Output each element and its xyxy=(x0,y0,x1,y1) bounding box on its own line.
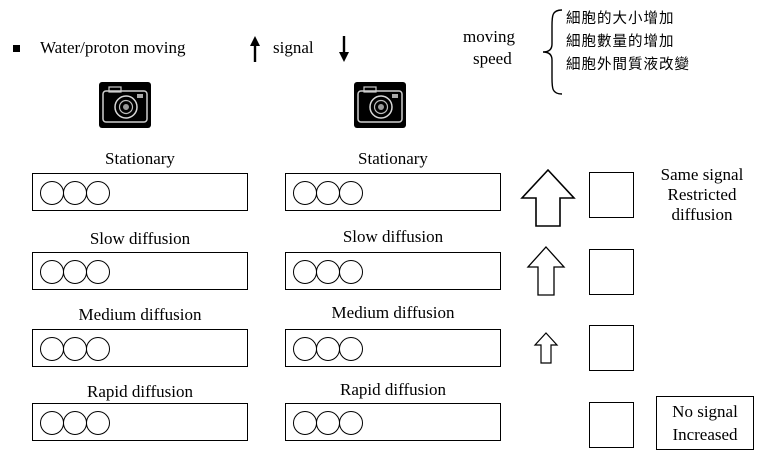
sample-box xyxy=(32,173,248,211)
cell-circle xyxy=(63,260,87,284)
arrow-up-icon xyxy=(248,34,262,69)
cell-circle xyxy=(316,337,340,361)
cell-circle xyxy=(316,260,340,284)
row-label-slow-diffusion: Slow diffusion xyxy=(342,227,444,246)
cell-circle xyxy=(40,411,64,435)
cell-circle xyxy=(293,181,317,205)
cell-circle xyxy=(86,337,110,361)
cell-circle xyxy=(86,260,110,284)
cell-circle xyxy=(63,181,87,205)
signal-square xyxy=(589,249,634,295)
causes-list: 細胞的大小增加 細胞數量的增加 細胞外間質液改變 xyxy=(566,8,690,77)
cell-circle xyxy=(316,181,340,205)
cell-circle xyxy=(293,337,317,361)
cell-circle xyxy=(40,337,64,361)
note-line: Restricted xyxy=(667,185,737,204)
row-label-stationary: Stationary xyxy=(358,149,428,168)
row-label-medium-diffusion: Medium diffusion xyxy=(331,303,455,322)
signal-square xyxy=(589,325,634,371)
speed-label: speed xyxy=(473,49,512,68)
cell-circle xyxy=(63,411,87,435)
sample-box xyxy=(285,403,501,441)
cell-circle xyxy=(86,411,110,435)
cause-item: 細胞的大小增加 xyxy=(566,11,675,27)
signal-square xyxy=(589,402,634,448)
note-line: diffusion xyxy=(671,205,733,224)
camera-icon xyxy=(99,82,151,128)
cell-circle xyxy=(86,181,110,205)
cell-circle xyxy=(63,337,87,361)
arrow-down-icon xyxy=(337,34,351,69)
cell-circle xyxy=(339,337,363,361)
arrow-up-medium-icon xyxy=(526,245,566,302)
row-label-rapid-diffusion: Rapid diffusion xyxy=(87,382,193,401)
row-label-rapid-diffusion: Rapid diffusion xyxy=(340,380,446,399)
arrow-up-large-icon xyxy=(520,168,576,233)
cause-item: 細胞外間質液改變 xyxy=(566,57,690,73)
cell-circle xyxy=(293,260,317,284)
water-proton-moving-text: Water/proton moving xyxy=(40,38,186,57)
sample-box xyxy=(32,329,248,367)
cell-circle xyxy=(40,260,64,284)
moving-label: moving xyxy=(463,27,515,46)
cell-circle xyxy=(40,181,64,205)
signal-square xyxy=(589,172,634,218)
sample-box xyxy=(32,403,248,441)
sample-box xyxy=(285,252,501,290)
row-label-medium-diffusion: Medium diffusion xyxy=(78,305,202,324)
note-line: No signal xyxy=(672,402,738,421)
row-label-slow-diffusion: Slow diffusion xyxy=(89,229,191,248)
cause-item: 細胞數量的增加 xyxy=(566,34,675,50)
note-no-signal-box: No signal Increased xyxy=(656,396,754,450)
cell-circle xyxy=(339,181,363,205)
cell-circle xyxy=(293,411,317,435)
signal-text: signal xyxy=(273,38,314,57)
cell-circle xyxy=(339,260,363,284)
note-same-signal: Same signal Restricted diffusion xyxy=(650,165,754,225)
note-line: Increased xyxy=(672,425,738,444)
left-brace-icon xyxy=(540,6,566,103)
cell-circle xyxy=(339,411,363,435)
sample-box xyxy=(285,173,501,211)
sample-box xyxy=(32,252,248,290)
arrow-up-small-icon xyxy=(533,331,559,370)
camera-icon xyxy=(354,82,406,128)
row-label-stationary: Stationary xyxy=(105,149,175,168)
sample-box xyxy=(285,329,501,367)
bullet-marker xyxy=(13,45,20,52)
cell-circle xyxy=(316,411,340,435)
note-line: Same signal xyxy=(660,165,744,184)
